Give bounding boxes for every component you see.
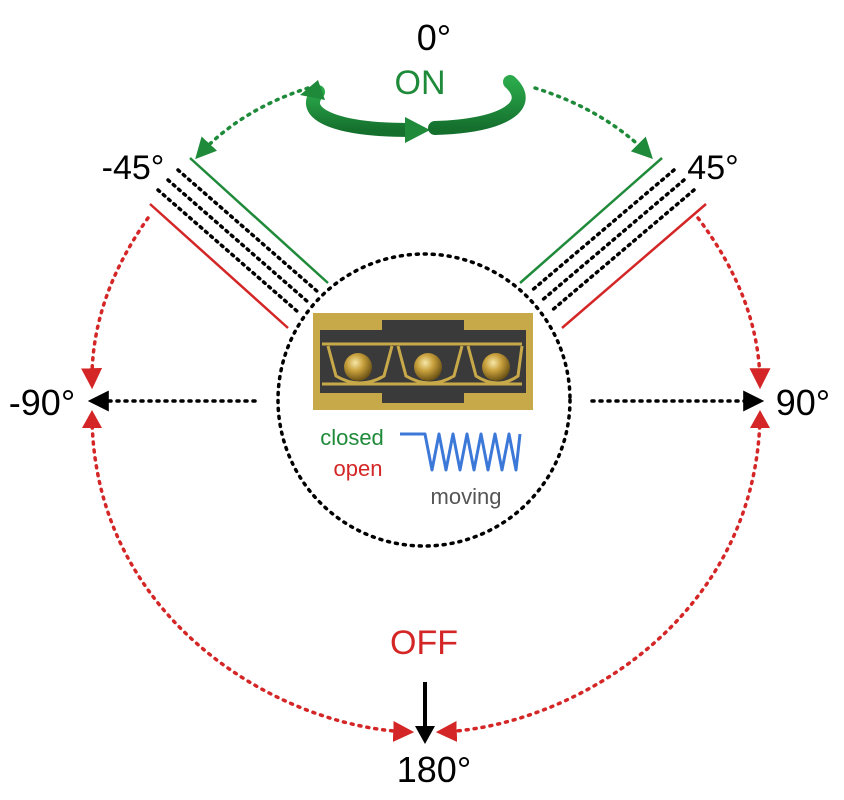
off-range-arc-lower-right xyxy=(435,416,762,742)
off-range-arc-lower-left xyxy=(90,416,415,742)
state-label-off: OFF xyxy=(390,624,458,662)
off-arrowhead-left xyxy=(82,410,102,428)
upper-right-boundary-lines xyxy=(519,157,707,329)
angle-label-upper-left: -45° xyxy=(102,149,165,187)
off-range-arc-upper-right xyxy=(696,216,771,390)
sensor-circle xyxy=(276,252,572,548)
legend-open-label: open xyxy=(334,456,383,481)
angle-label-right: 90° xyxy=(776,382,830,423)
off-range-arc-upper-left xyxy=(81,216,150,390)
angle-label-top: 0° xyxy=(417,17,451,58)
on-range-arc-right xyxy=(533,86,653,160)
angle-label-left: -90° xyxy=(9,382,75,423)
state-label-on: ON xyxy=(395,64,446,102)
square-wave-icon xyxy=(400,432,522,472)
rotation-arrow-icon xyxy=(300,75,526,143)
angle-label-upper-right: 45° xyxy=(687,149,738,187)
upper-left-boundary-lines xyxy=(149,157,329,329)
angle-label-bottom: 180° xyxy=(397,749,471,790)
legend-closed-label: closed xyxy=(320,425,384,450)
off-arrowhead-right xyxy=(750,410,770,428)
legend-moving-label: moving xyxy=(431,484,502,509)
tilt-sensor-icon xyxy=(313,313,533,410)
bottom-arrowhead xyxy=(415,726,435,744)
on-range-arc-left xyxy=(195,86,310,160)
